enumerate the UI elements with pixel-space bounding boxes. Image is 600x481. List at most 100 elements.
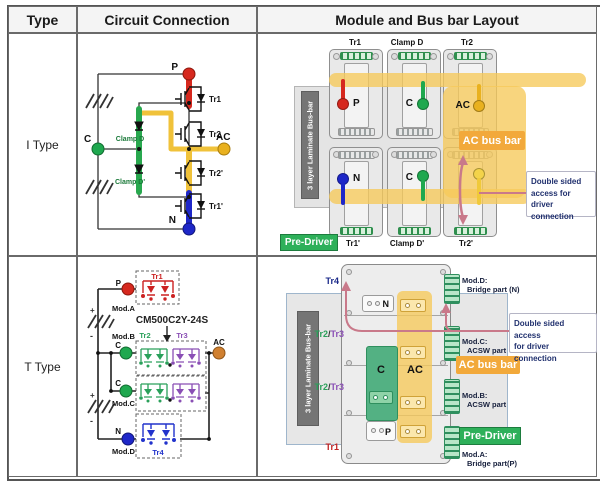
tr2-label: Tr2: [139, 331, 150, 340]
col-label-tr2: Tr2: [460, 38, 474, 47]
header-layout-label: Module and Bus bar Layout: [335, 11, 519, 28]
tr2-tr3-label-upper: Tr2/Tr3: [296, 330, 344, 339]
mod-b-label: Mod.B: [112, 332, 135, 341]
note-line-1: Double sided access: [514, 319, 565, 340]
connector-strip: [338, 128, 375, 136]
ground-icon: [87, 399, 115, 414]
mod-c-label: Mod.C: [112, 399, 135, 408]
driver-terminal-mod-b: [444, 379, 460, 414]
n-pin-label: N: [353, 173, 361, 184]
tr2-tr3-label-lower: Tr2/Tr3: [296, 383, 344, 392]
mod-a-box: [135, 270, 180, 305]
tr2-label: Tr2: [209, 130, 222, 139]
tr2-text: Tr2: [314, 329, 328, 339]
terminal-strip: [398, 227, 431, 235]
tr4-text: Tr4: [325, 276, 339, 286]
plus-mark: +: [90, 391, 95, 400]
screw-icon: [440, 310, 446, 316]
ground-icon: [87, 314, 115, 329]
busbar-band-top: [329, 73, 586, 87]
tr1-label: Tr1: [151, 272, 162, 281]
n-pin-stem: [341, 183, 345, 205]
slash-text: /: [327, 382, 331, 392]
laminate-busbar: 3 layer Laminate Bus-bar: [297, 311, 319, 426]
ac-label: AC: [216, 132, 230, 143]
c-terminal: [119, 346, 133, 360]
busbar-connector: [400, 396, 426, 409]
tr1-label: Tr1: [303, 443, 339, 452]
tr2-text: Tr2: [314, 382, 328, 392]
junction-dots: [96, 351, 211, 441]
igbt-tr1-prime-icon: [175, 193, 205, 219]
connector-strip: [396, 128, 433, 136]
tr1-prime-label: Tr1': [209, 202, 223, 211]
i-type-label: I Type: [26, 137, 59, 152]
igbt-tr2-icon: [175, 121, 205, 147]
busbar-connector: [400, 346, 426, 359]
pin-hole-icon: [405, 303, 410, 308]
ac-terminal: [217, 142, 231, 156]
header-circuit-label: Circuit Connection: [104, 11, 230, 28]
driver-terminal-mod-d: [444, 274, 460, 304]
ac-wire-yellow: [141, 110, 218, 152]
p-pin-stem: [341, 79, 345, 105]
slash-text: /: [327, 329, 331, 339]
ac-busbar-badge: AC bus bar: [459, 131, 525, 150]
col-label-clamp-d: Clamp D: [390, 38, 424, 47]
p-label: P: [116, 279, 122, 288]
c2-label: C: [115, 379, 121, 388]
pin-hole-icon: [416, 303, 421, 308]
laminate-busbar-label: 3 layer Laminate Bus-bar: [305, 100, 315, 190]
junction-dot: [168, 398, 172, 402]
c2-terminal: [119, 384, 133, 398]
igbt-tr2-prime-icon: [175, 160, 205, 186]
header-type-label: Type: [26, 11, 59, 28]
pin-hole-icon: [373, 395, 378, 400]
ac-busbar-badge-label: AC bus bar: [462, 134, 522, 147]
tr3-switch-icon: [171, 348, 201, 368]
ac-pin-label: AC: [455, 100, 470, 111]
busbar-connector: [400, 299, 426, 312]
p-pin: [337, 98, 349, 110]
module-tr1: [329, 49, 383, 139]
c2-pin-label: C: [405, 172, 413, 183]
laminate-busbar: 3 layer Laminate Bus-bar: [301, 91, 319, 199]
terminal-strip: [454, 52, 487, 60]
mod-a-title: Mod.A:: [462, 450, 488, 459]
ac-label: AC: [213, 338, 225, 347]
n-label: N: [382, 299, 390, 309]
tr3-switch-icon: [171, 383, 201, 403]
clamp-diode-icon: [134, 121, 144, 175]
mod-d-sub: Bridge part (N): [467, 285, 520, 294]
tr3-text: Tr3: [330, 329, 344, 339]
mod-b-title: Mod.B:: [462, 391, 488, 400]
n-terminal: [182, 222, 196, 236]
igbt-tr1-icon: [175, 86, 205, 112]
tr1-text: Tr1: [325, 442, 339, 452]
ac-terminal: [212, 346, 226, 360]
pin-hole-icon: [416, 350, 421, 355]
pin-hole-icon: [371, 428, 376, 433]
screw-icon: [346, 360, 352, 366]
tr1-label: Tr1: [209, 95, 222, 104]
p-terminal: [182, 67, 196, 81]
mod-b-sub: ACSW part: [467, 400, 507, 409]
ac-pin-stem: [477, 84, 481, 107]
predriver-badge-label: Pre-Driver: [463, 430, 517, 442]
ground-icon: [85, 93, 114, 109]
c-terminal: [91, 142, 105, 156]
tr2-prime-label: Tr2': [209, 169, 223, 178]
tr3-text: Tr3: [330, 382, 344, 392]
tr4-label: Tr4: [303, 277, 339, 286]
header-type: Type: [8, 6, 77, 33]
ac-bus-label: AC: [407, 364, 423, 376]
mod-d-label: Mod.D: [112, 447, 135, 456]
t-type-circuit-cell: + - + -: [77, 256, 257, 477]
p-label: P: [171, 62, 178, 73]
driver-terminal-mod-a: [444, 426, 460, 459]
predriver-badge: Pre-Driver: [280, 234, 338, 251]
tr2-switch-icon: [139, 383, 169, 403]
note-line-3: connection: [514, 353, 557, 363]
module-clamp-d: [387, 49, 441, 139]
terminal-strip: [340, 227, 373, 235]
